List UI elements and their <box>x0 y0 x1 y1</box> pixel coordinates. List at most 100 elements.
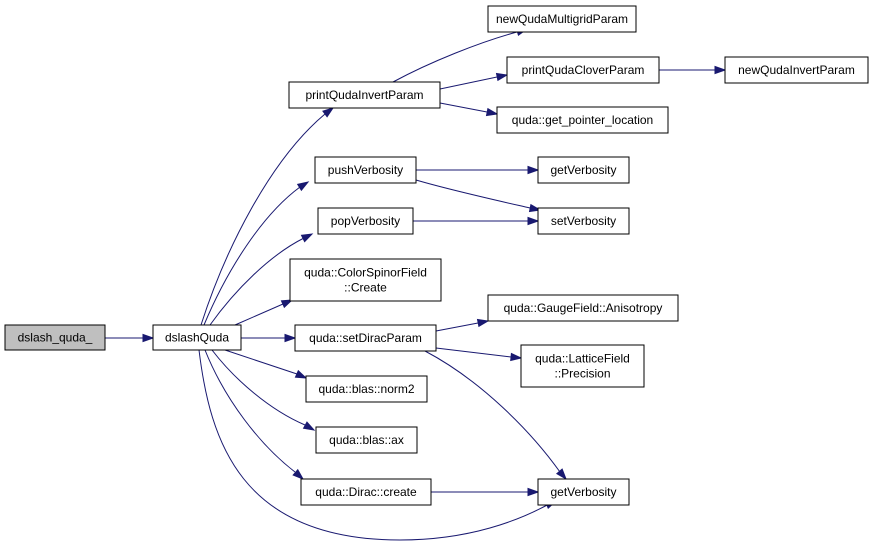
arrowhead <box>555 468 567 481</box>
node-box[interactable] <box>314 156 417 184</box>
node-box[interactable] <box>537 478 630 506</box>
node-label: getVerbosity <box>550 485 616 499</box>
node-label: printQudaInvertParam <box>305 88 423 102</box>
edge-Dirac_create-to-getVerbosity_b <box>431 487 540 497</box>
node-label: ::Precision <box>554 367 610 381</box>
node-label: quda::blas::norm2 <box>318 382 414 396</box>
arrowhead <box>294 369 308 379</box>
node-newQudaMultigridParam[interactable]: newQudaMultigridParam <box>487 5 637 33</box>
node-Dirac_create[interactable]: quda::Dirac::create <box>300 478 432 506</box>
edge-dslashQuda-to-printQudaInvertParam <box>200 107 335 326</box>
node-label: quda::Dirac::create <box>315 485 417 499</box>
node-box[interactable] <box>300 478 432 506</box>
node-label: quda::blas::ax <box>329 433 404 447</box>
node-box[interactable] <box>724 56 869 84</box>
edge-pushVerbosity-to-setVerbosity <box>415 179 542 213</box>
node-printQudaCloverParam[interactable]: printQudaCloverParam <box>506 56 660 84</box>
arrowhead <box>527 487 540 497</box>
edge-dslashQuda-to-popVerbosity <box>209 233 314 326</box>
node-Anisotropy[interactable]: quda::GaugeField::Anisotropy <box>487 294 679 322</box>
arrowhead <box>292 468 305 480</box>
arrowhead <box>302 421 316 431</box>
arrowhead <box>485 107 499 117</box>
node-box[interactable] <box>294 324 437 352</box>
edge-line <box>200 113 326 326</box>
edge-line <box>435 322 479 332</box>
edge-popVerbosity-to-setVerbosity <box>413 216 540 226</box>
node-dslash_quda_[interactable]: dslash_quda_ <box>4 324 106 351</box>
node-box[interactable] <box>288 81 441 109</box>
node-setVerbosity[interactable]: setVerbosity <box>537 207 630 235</box>
node-box[interactable] <box>305 375 428 403</box>
node-LatticeField_Precision[interactable]: quda::LatticeField::Precision <box>520 344 645 388</box>
nodes-layer: dslash_quda_ dslashQuda printQudaInvertPar… <box>4 5 869 506</box>
node-setDiracParam[interactable]: quda::setDiracParam <box>294 324 437 352</box>
arrowhead <box>280 299 294 309</box>
edge-dslashQuda-to-Dirac_create <box>204 349 305 480</box>
edge-line <box>209 237 305 326</box>
edge-setDiracParam-to-Anisotropy <box>435 318 490 332</box>
edge-dslashQuda-to-ax <box>211 349 316 431</box>
node-box[interactable] <box>487 5 637 33</box>
node-box[interactable] <box>487 294 679 322</box>
node-label: quda::get_pointer_location <box>512 113 653 127</box>
arrowhead <box>495 72 509 82</box>
edge-dslashQuda-to-ColorSpinorField_Create <box>234 299 294 326</box>
edges-layer <box>105 27 727 541</box>
node-label: quda::setDiracParam <box>309 331 422 345</box>
arrowhead <box>527 216 540 226</box>
node-label: pushVerbosity <box>328 163 403 177</box>
node-label: ::Create <box>344 281 387 295</box>
edge-line <box>439 102 488 113</box>
node-box[interactable] <box>289 258 442 302</box>
edge-line <box>435 347 512 358</box>
node-norm2[interactable]: quda::blas::norm2 <box>305 375 428 403</box>
node-label: dslash_quda_ <box>18 331 93 345</box>
node-box[interactable] <box>537 207 630 235</box>
edge-line <box>203 186 301 326</box>
node-label: printQudaCloverParam <box>522 63 645 77</box>
node-label: dslashQuda <box>165 331 229 345</box>
edge-setDiracParam-to-getVerbosity_b <box>424 350 567 481</box>
arrowhead <box>142 333 155 343</box>
node-newQudaInvertParam[interactable]: newQudaInvertParam <box>724 56 869 84</box>
node-getVerbosity_b[interactable]: getVerbosity <box>537 478 630 506</box>
node-box[interactable] <box>496 106 669 134</box>
node-box[interactable] <box>520 344 645 388</box>
edge-line <box>415 179 531 209</box>
arrowhead <box>527 165 540 175</box>
arrowhead <box>714 65 727 75</box>
node-label: getVerbosity <box>550 163 616 177</box>
node-get_pointer_location[interactable]: quda::get_pointer_location <box>496 106 669 134</box>
node-getVerbosity_a[interactable]: getVerbosity <box>537 156 630 184</box>
node-pushVerbosity[interactable]: pushVerbosity <box>314 156 417 184</box>
arrowhead <box>322 107 335 118</box>
node-box[interactable] <box>4 324 106 351</box>
edge-line <box>211 349 306 426</box>
node-ColorSpinorField_Create[interactable]: quda::ColorSpinorField::Create <box>289 258 442 302</box>
node-label: quda::LatticeField <box>535 352 630 366</box>
edge-line <box>439 76 498 90</box>
node-popVerbosity[interactable]: popVerbosity <box>317 207 414 235</box>
edge-line <box>392 31 518 83</box>
arrowhead <box>510 352 523 362</box>
node-label: popVerbosity <box>331 214 400 228</box>
node-label: newQudaMultigridParam <box>496 12 628 26</box>
edge-printQudaInvertParam-to-printQudaCloverParam <box>439 72 509 90</box>
node-dslashQuda[interactable]: dslashQuda <box>152 324 242 351</box>
edge-printQudaInvertParam-to-get_pointer_location <box>439 102 499 117</box>
node-box[interactable] <box>537 156 630 184</box>
node-label: quda::GaugeField::Anisotropy <box>504 301 663 315</box>
edge-pushVerbosity-to-getVerbosity_a <box>416 165 540 175</box>
node-box[interactable] <box>506 56 660 84</box>
arrowhead <box>284 333 297 343</box>
node-box[interactable] <box>152 324 242 351</box>
edge-dslashQuda-to-setDiracParam <box>241 333 297 343</box>
edge-line <box>198 349 550 541</box>
node-box[interactable] <box>317 207 414 235</box>
node-ax[interactable]: quda::blas::ax <box>315 426 418 454</box>
node-box[interactable] <box>315 426 418 454</box>
node-printQudaInvertParam[interactable]: printQudaInvertParam <box>288 81 441 109</box>
arrowhead <box>296 181 310 192</box>
